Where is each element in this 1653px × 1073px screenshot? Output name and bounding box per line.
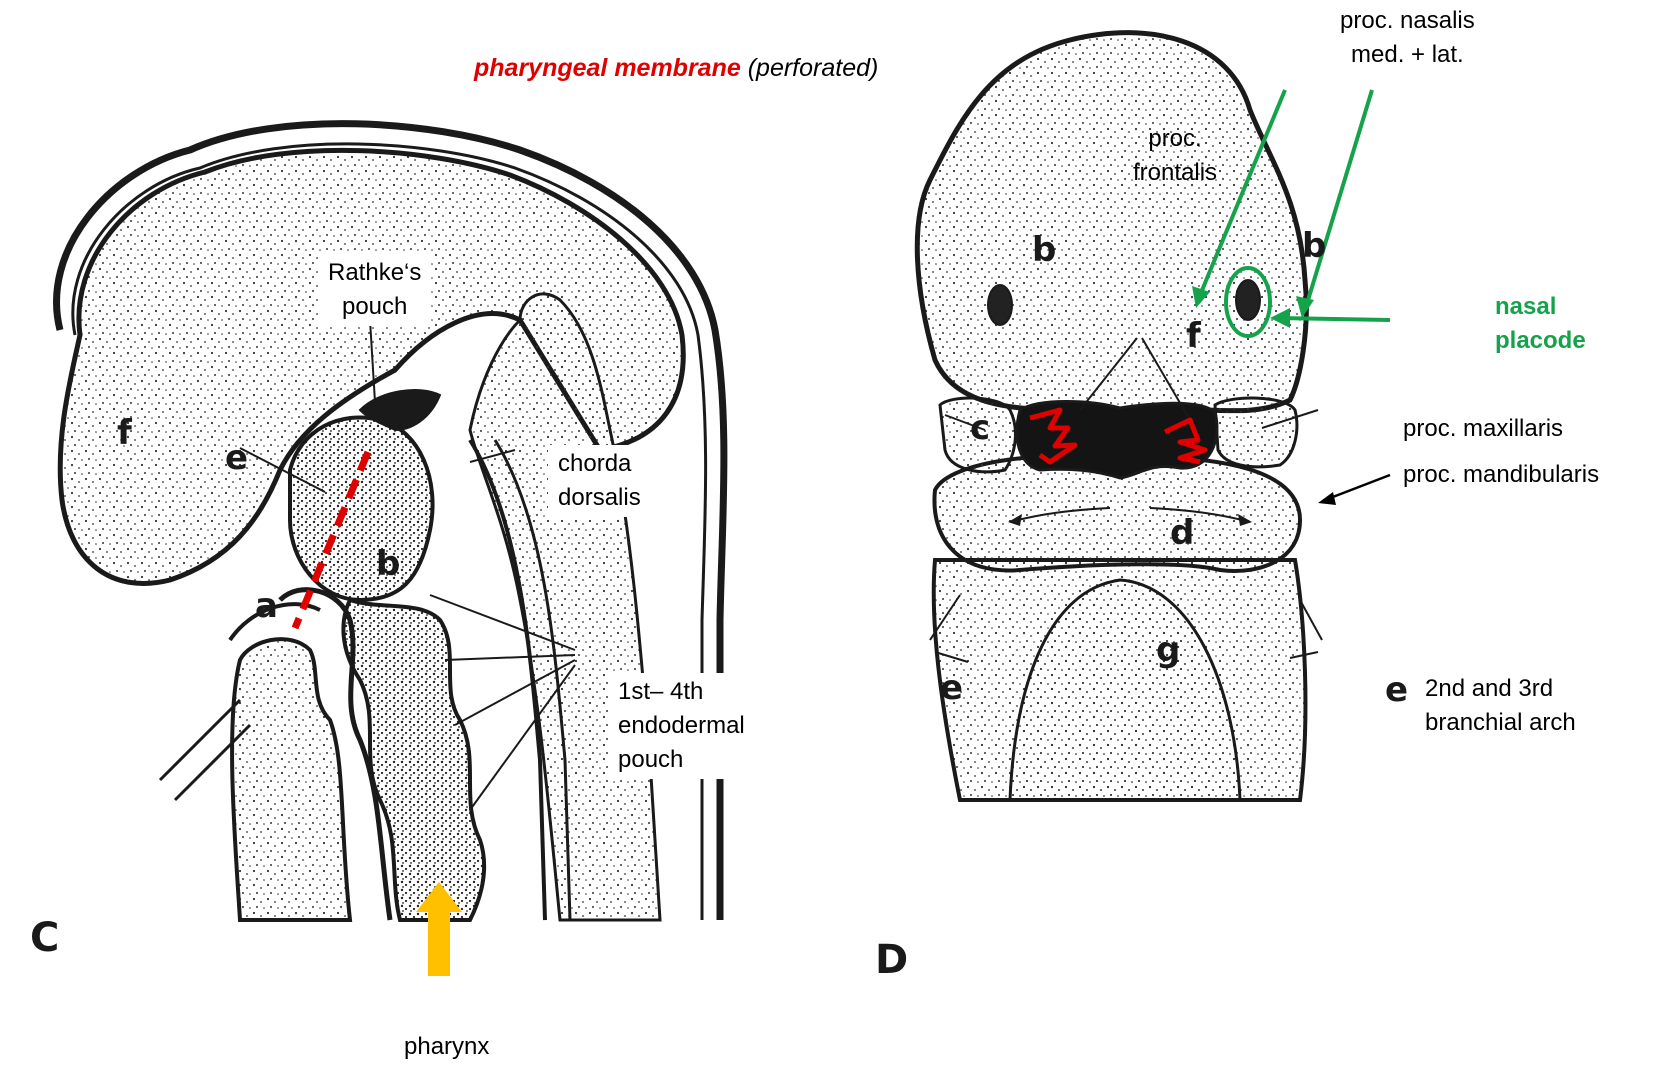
letter-b-c: b: [376, 546, 400, 582]
label-arch-line1: 2nd and 3rd: [1425, 672, 1576, 706]
label-pouch-line2: endodermal: [618, 709, 745, 743]
letter-d-d: d: [1170, 515, 1194, 551]
label-chorda-line2: dorsalis: [558, 481, 641, 515]
label-endodermal-pouch: 1st– 4th endodermal pouch: [608, 673, 755, 779]
label-pharynx: pharynx: [404, 1030, 489, 1064]
letter-g-d: g: [1156, 632, 1180, 668]
title-suffix: (perforated): [748, 54, 879, 82]
label-placode-line2: placode: [1495, 324, 1586, 358]
label-branchial-arch: 2nd and 3rd branchial arch: [1425, 672, 1576, 740]
label-arch-line2: branchial arch: [1425, 706, 1576, 740]
nasal-pit-right: [1236, 280, 1260, 320]
title-highlight: pharyngeal membrane: [474, 54, 741, 82]
label-nasalis-line1: proc. nasalis: [1340, 4, 1475, 38]
label-mandibularis: proc. mandibularis: [1403, 458, 1599, 492]
label-pouch-line1: 1st– 4th: [618, 675, 745, 709]
letter-f-c: f: [117, 415, 132, 451]
letter-e-d-left: e: [940, 670, 963, 706]
letter-f-d: f: [1186, 318, 1201, 354]
label-frontalis: proc. frontalis: [1133, 122, 1217, 190]
body-wall-line-1: [160, 700, 240, 780]
label-chorda-dorsalis: chorda dorsalis: [548, 445, 651, 517]
label-nasalis: proc. nasalis med. + lat.: [1340, 4, 1475, 72]
label-frontalis-line2: frontalis: [1133, 156, 1217, 190]
letter-a-c: a: [255, 588, 278, 624]
label-rathke-line1: Rathke‘s: [328, 256, 421, 290]
label-rathke-line2: pouch: [328, 290, 421, 324]
maxillary-right: [1215, 398, 1297, 467]
label-frontalis-line1: proc.: [1133, 122, 1217, 156]
panel-c-drawing: [57, 124, 724, 920]
nasalis-arrow-lat: [1305, 90, 1372, 310]
nasal-pit-left: [988, 285, 1012, 325]
pointer-mandibularis-head: [1318, 492, 1336, 505]
label-chorda-line1: chorda: [558, 447, 641, 481]
pointer-mandibularis: [1325, 475, 1390, 500]
letter-e-c: e: [225, 440, 248, 476]
title: pharyngeal membrane (perforated): [474, 51, 878, 85]
label-nasalis-line2: med. + lat.: [1340, 38, 1475, 72]
label-pouch-line3: pouch: [618, 743, 745, 777]
nasal-placode-arrow: [1278, 318, 1390, 320]
label-placode-line1: nasal: [1495, 290, 1586, 324]
letter-c-d: c: [970, 410, 990, 446]
letter-b-d-right: b: [1302, 228, 1326, 264]
panel-letter-d: D: [875, 937, 908, 983]
head-front: [917, 33, 1306, 411]
heart-bulge: [232, 639, 350, 920]
letter-b-d-left: b: [1032, 232, 1056, 268]
label-nasal-placode: nasal placode: [1495, 290, 1586, 358]
letter-e-d-right: e: [1385, 672, 1408, 708]
label-maxillaris: proc. maxillaris: [1403, 412, 1563, 446]
label-rathke-pouch: Rathke‘s pouch: [318, 254, 431, 326]
panel-letter-c: C: [30, 915, 59, 961]
region-b: [290, 417, 433, 600]
